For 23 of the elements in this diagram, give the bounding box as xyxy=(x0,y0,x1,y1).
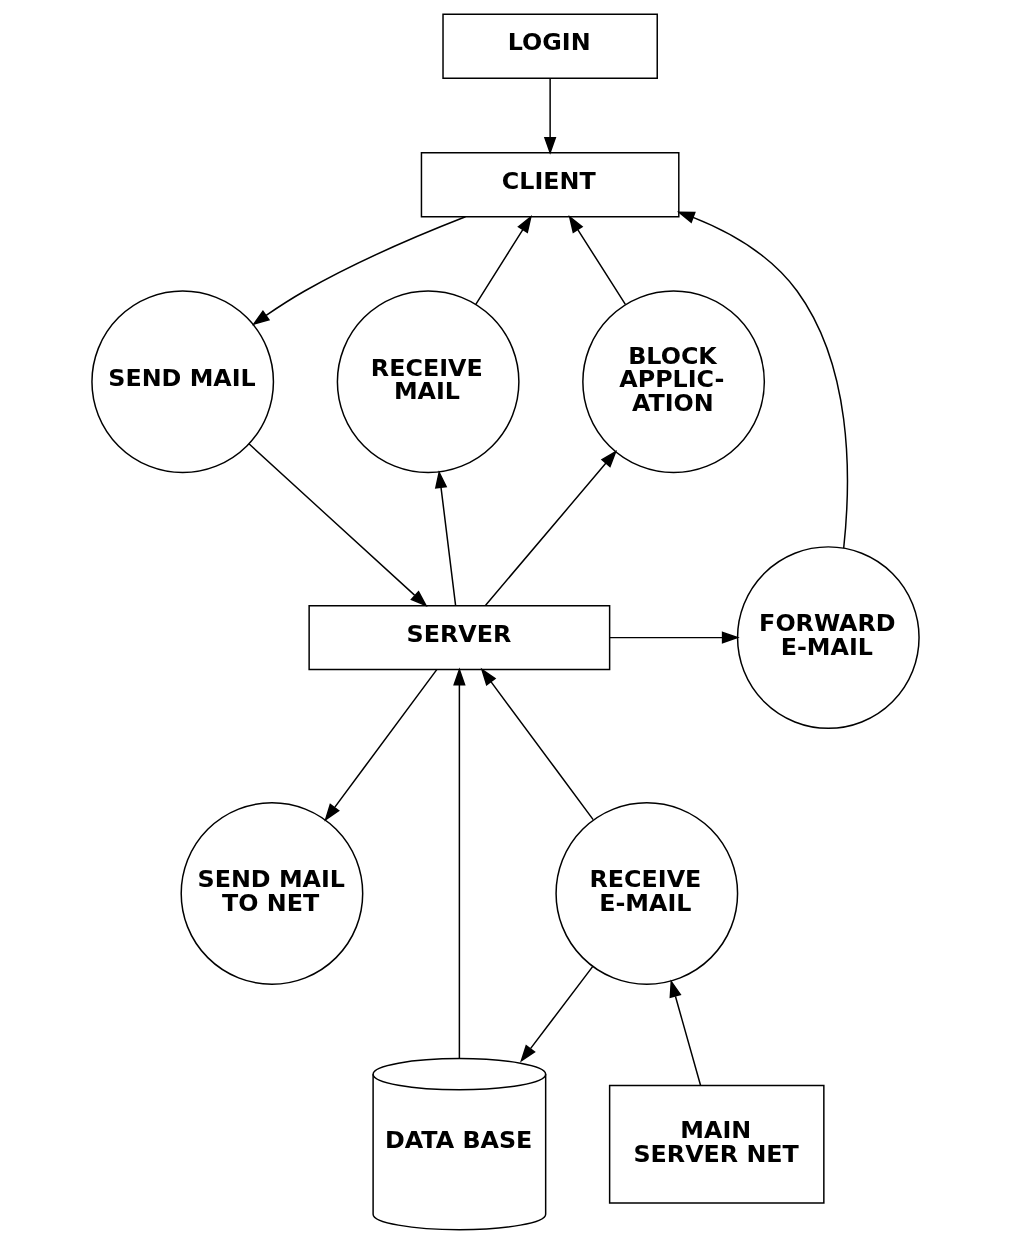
arrow xyxy=(434,470,457,607)
arrow xyxy=(669,979,702,1086)
arrow xyxy=(480,667,594,821)
arrow xyxy=(248,443,428,608)
node-circle: FORWARD E-MAIL xyxy=(736,546,920,730)
arrow xyxy=(251,216,467,326)
arrow xyxy=(324,668,438,822)
node-circle: BLOCK APPLIC- ATION xyxy=(582,290,766,474)
node-circle: RECEIVE MAIL xyxy=(336,290,520,474)
arrow xyxy=(484,449,618,606)
node-box: LOGIN xyxy=(442,13,658,80)
node-box: SERVER xyxy=(308,604,611,671)
node-circle: RECEIVE E-MAIL xyxy=(555,802,739,985)
arrow xyxy=(520,965,594,1063)
arrow xyxy=(453,667,466,1060)
arrow xyxy=(609,631,740,644)
arrow xyxy=(676,211,849,549)
node-box: CLIENT xyxy=(420,151,680,218)
arrow xyxy=(543,77,557,155)
arrow xyxy=(568,215,627,306)
node-box: MAIN SERVER NET xyxy=(608,1084,825,1204)
node-circle: SEND MAIL xyxy=(91,290,275,474)
arrow xyxy=(475,215,532,306)
